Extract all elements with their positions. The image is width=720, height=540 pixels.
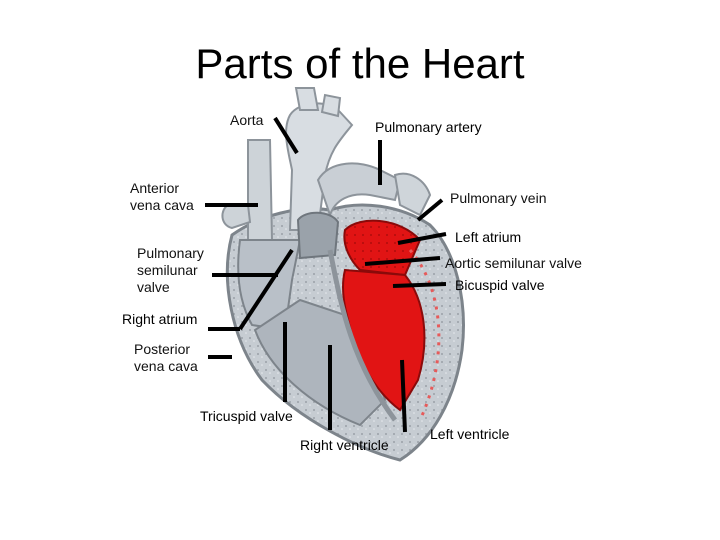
label-tricuspid-valve: Tricuspid valve [200,408,293,424]
pulmonary-trunk-inner [296,211,340,260]
page-title: Parts of the Heart [195,40,525,87]
septum [327,249,398,422]
pulmonary-vein-vessel [393,172,432,217]
leader-lines [205,116,447,433]
leader-right-atrium-b [238,248,294,331]
label-bicuspid-valve: Bicuspid valve [455,277,545,293]
aorta-arch [285,102,354,231]
label-right-ventricle: Right ventricle [300,437,389,453]
label-right-atrium: Right atrium [122,311,198,327]
leader-aortic-semilunar-valve-a [364,256,441,266]
label-aortic-semilunar-valve: Aortic semilunar valve [445,255,582,271]
leader-bicuspid-valve [392,282,447,288]
anterior-vena-cava-vessel [247,139,274,241]
label-pulmonary-semilunar-valve-line3: valve [137,279,170,295]
aorta-branch-1 [294,87,320,111]
label-left-ventricle: Left ventricle [430,426,510,442]
label-left-atrium: Left atrium [455,229,522,245]
label-aorta: Aorta [230,112,264,128]
label-anterior-vena-cava-line1: Anterior [130,180,180,196]
label-pulmonary-vein: Pulmonary vein [450,190,547,206]
label-posterior-vena-cava-line1: Posterior [134,341,191,357]
label-pulmonary-artery: Pulmonary artery [375,119,482,135]
label-pulmonary-semilunar-valve-line2: semilunar [137,262,198,278]
left-ventricle-wall-dots [408,249,441,421]
leader-aorta [273,116,299,155]
leader-left-ventricle [400,359,407,433]
label-pulmonary-semilunar-valve-line1: Pulmonary [137,245,204,261]
leader-pulmonary-vein [416,198,444,222]
left-vessel-stub [221,204,252,230]
label-anterior-vena-cava-line2: vena cava [130,197,194,213]
label-posterior-vena-cava-line2: vena cava [134,358,198,374]
leader-left-atrium [397,232,447,245]
aorta-branch-2 [320,93,342,118]
